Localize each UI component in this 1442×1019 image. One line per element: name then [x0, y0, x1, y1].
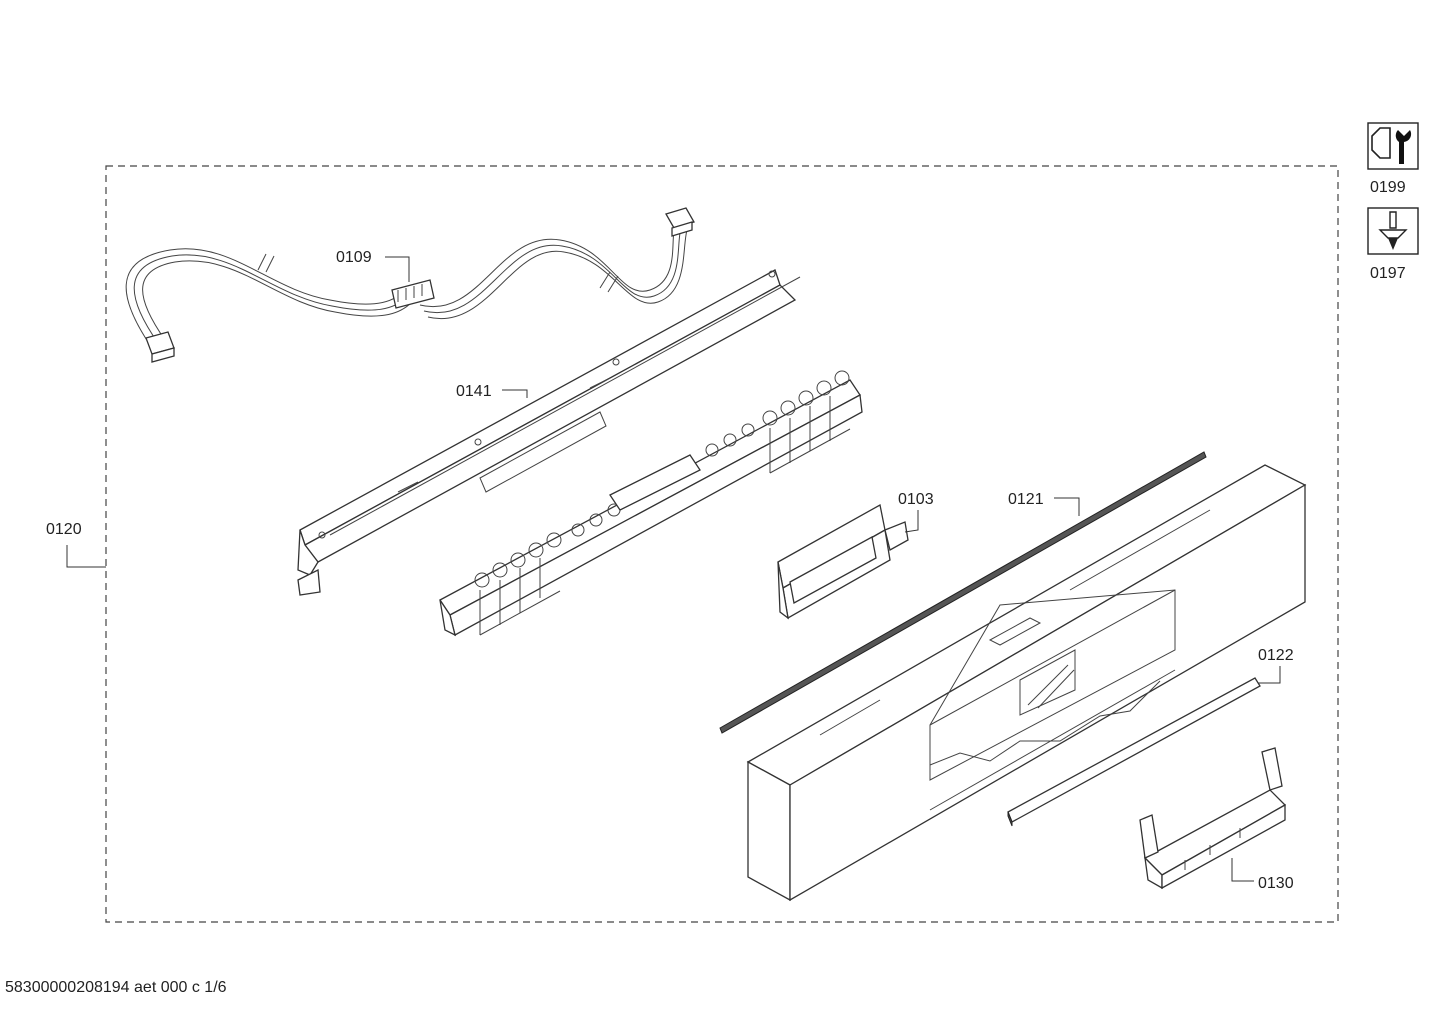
- control-board-part[interactable]: [439, 370, 863, 637]
- callout-label[interactable]: 0121: [1008, 491, 1044, 508]
- tool-label: 0199: [1370, 179, 1406, 196]
- leader-0103: [904, 510, 919, 533]
- trim-strip-part[interactable]: [1007, 677, 1261, 827]
- callout-label[interactable]: 0120: [46, 521, 82, 538]
- leader-0122: [1258, 666, 1281, 684]
- callout-label[interactable]: 0141: [456, 383, 492, 400]
- mount-bracket-part[interactable]: [1139, 747, 1287, 890]
- bracket-rail-part[interactable]: [297, 269, 801, 596]
- wrench-nut-icon[interactable]: [1367, 122, 1419, 170]
- leader-0121: [1054, 497, 1080, 516]
- leader-0141: [502, 389, 528, 398]
- fascia-panel-part[interactable]: [746, 464, 1307, 902]
- tool-label: 0197: [1370, 265, 1406, 282]
- leader-0120: [66, 545, 106, 568]
- screw-icon[interactable]: [1367, 207, 1419, 255]
- seal-strip-part[interactable]: [719, 451, 1207, 734]
- display-module-part[interactable]: [777, 503, 909, 620]
- callout-label[interactable]: 0130: [1258, 875, 1294, 892]
- leader-0109: [385, 256, 410, 282]
- assembly-boundary: [105, 165, 1339, 923]
- document-reference: 58300000208194 aet 000 c 1/6: [5, 979, 227, 996]
- leader-0130: [1231, 858, 1254, 882]
- callout-label[interactable]: 0103: [898, 491, 934, 508]
- callout-label[interactable]: 0122: [1258, 647, 1294, 664]
- callout-label[interactable]: 0109: [336, 249, 372, 266]
- wire-harness-part[interactable]: [125, 207, 695, 363]
